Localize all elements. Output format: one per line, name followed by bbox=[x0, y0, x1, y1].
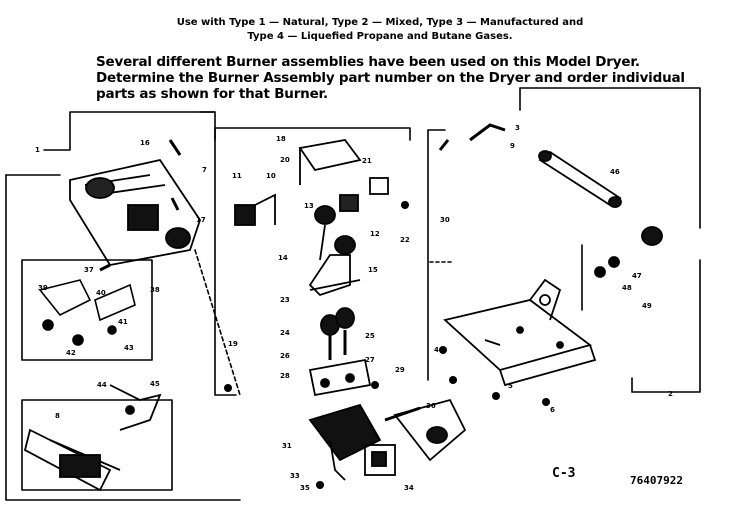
callout: 31 bbox=[282, 442, 292, 450]
callout: 22 bbox=[400, 236, 410, 244]
callout: 29 bbox=[395, 366, 405, 374]
header-line-1: Use with Type 1 — Natural, Type 2 — Mixe… bbox=[176, 17, 584, 28]
callout: 40 bbox=[96, 289, 106, 297]
callout: 3 bbox=[515, 124, 520, 132]
callout: 47 bbox=[632, 272, 642, 280]
callout: 13 bbox=[304, 202, 314, 210]
callout: 37 bbox=[84, 266, 94, 274]
callout: 19 bbox=[228, 340, 238, 348]
callout: 25 bbox=[365, 332, 375, 340]
callout: 1 bbox=[35, 146, 40, 154]
callout: 21 bbox=[362, 157, 372, 165]
callout: 35 bbox=[300, 484, 310, 492]
callout: 46 bbox=[610, 168, 620, 176]
note-line-1: Several different Burner assemblies have… bbox=[96, 54, 640, 70]
callout: 18 bbox=[276, 135, 286, 143]
callout: 30 bbox=[440, 216, 450, 224]
callout: 14 bbox=[278, 254, 288, 262]
callout: 36 bbox=[426, 402, 436, 410]
callout: 38 bbox=[150, 286, 160, 294]
callout: 15 bbox=[368, 266, 378, 274]
callout: 27 bbox=[365, 356, 375, 364]
callout: 7 bbox=[202, 166, 207, 174]
callout: 43 bbox=[124, 344, 134, 352]
callout: 6 bbox=[550, 406, 555, 414]
callout: 16 bbox=[140, 139, 150, 147]
callout: 23 bbox=[280, 296, 290, 304]
header-line-2: Type 4 — Liquefied Propane and Butane Ga… bbox=[247, 31, 513, 42]
callout: 49 bbox=[642, 302, 652, 310]
callout: 28 bbox=[280, 372, 290, 380]
callout: 41 bbox=[118, 318, 128, 326]
callout: 12 bbox=[370, 230, 380, 238]
callout: 2 bbox=[668, 390, 673, 398]
callout: 34 bbox=[404, 484, 414, 492]
callout: 42 bbox=[66, 349, 76, 357]
callout: 45 bbox=[150, 380, 160, 388]
callout: 17 bbox=[196, 216, 206, 224]
callout: 26 bbox=[280, 352, 290, 360]
callout: 10 bbox=[266, 172, 276, 180]
note-line-2: Determine the Burner Assembly part numbe… bbox=[96, 70, 685, 86]
callout: 24 bbox=[280, 329, 290, 337]
note-line-3: parts as shown for that Burner. bbox=[96, 86, 328, 102]
callout: 33 bbox=[290, 472, 300, 480]
callout: 44 bbox=[97, 381, 107, 389]
callout: 11 bbox=[232, 172, 242, 180]
callout: 48 bbox=[622, 284, 632, 292]
callout: 8 bbox=[55, 412, 60, 420]
callout: 39 bbox=[38, 284, 48, 292]
callout: 9 bbox=[510, 142, 515, 150]
callout: 4 bbox=[434, 346, 439, 354]
callout: 20 bbox=[280, 156, 290, 164]
drawing-number: 76407922 bbox=[630, 474, 683, 487]
page-code: C-3 bbox=[552, 466, 576, 481]
callout: 5 bbox=[508, 382, 513, 390]
